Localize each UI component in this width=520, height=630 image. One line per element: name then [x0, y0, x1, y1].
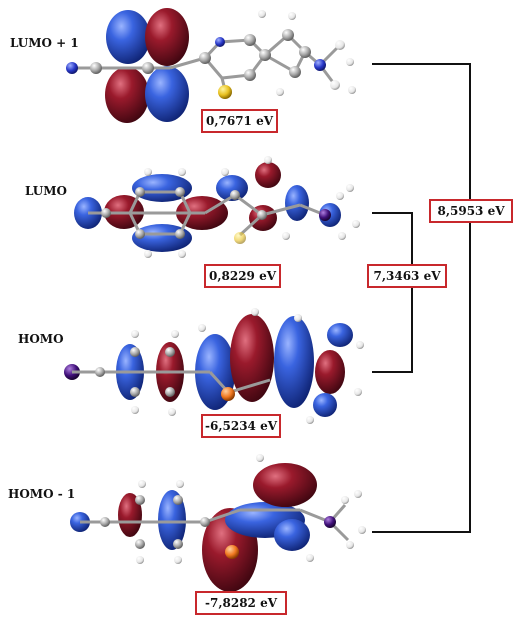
- molecule-atoms-homo1: [100, 454, 366, 564]
- orbital-label-lumo1: LUMO + 1: [10, 36, 79, 50]
- energy-value-homo1: -7,8282 eV: [205, 596, 278, 610]
- orbital-lobes-lumo1: [105, 8, 189, 123]
- orbital-lobes-lumo: [74, 162, 341, 252]
- orbital-lobes-homo: [64, 314, 353, 417]
- orbital-label-lumo: LUMO: [25, 184, 67, 198]
- gap-box-lumo1-homo1: [429, 199, 513, 223]
- energy-box-homo: [201, 414, 281, 438]
- molecule-atoms-lumo1: [66, 10, 356, 99]
- gap-value-lumo1-homo1: 8,5953 eV: [437, 204, 505, 218]
- orbital-lobes-homo1: [70, 463, 317, 592]
- energy-box-homo1: [195, 591, 287, 615]
- gap-connector-lumo1-homo1: [372, 63, 471, 533]
- energy-value-lumo: 0,8229 eV: [209, 269, 277, 283]
- molecule-atoms-homo: [95, 308, 364, 424]
- gap-connector-lumo-homo: [372, 212, 413, 373]
- gap-box-lumo-homo: [367, 264, 447, 288]
- gap-value-lumo-homo: 7,3463 eV: [373, 269, 441, 283]
- energy-value-homo: -6,5234 eV: [205, 419, 278, 433]
- energy-value-lumo1: 0,7671 eV: [206, 114, 274, 128]
- energy-box-lumo: [204, 264, 281, 288]
- energy-box-lumo1: [201, 109, 278, 133]
- orbital-label-homo1: HOMO - 1: [8, 487, 75, 501]
- orbital-label-homo: HOMO: [18, 332, 64, 346]
- molecule-atoms-lumo: [101, 156, 360, 258]
